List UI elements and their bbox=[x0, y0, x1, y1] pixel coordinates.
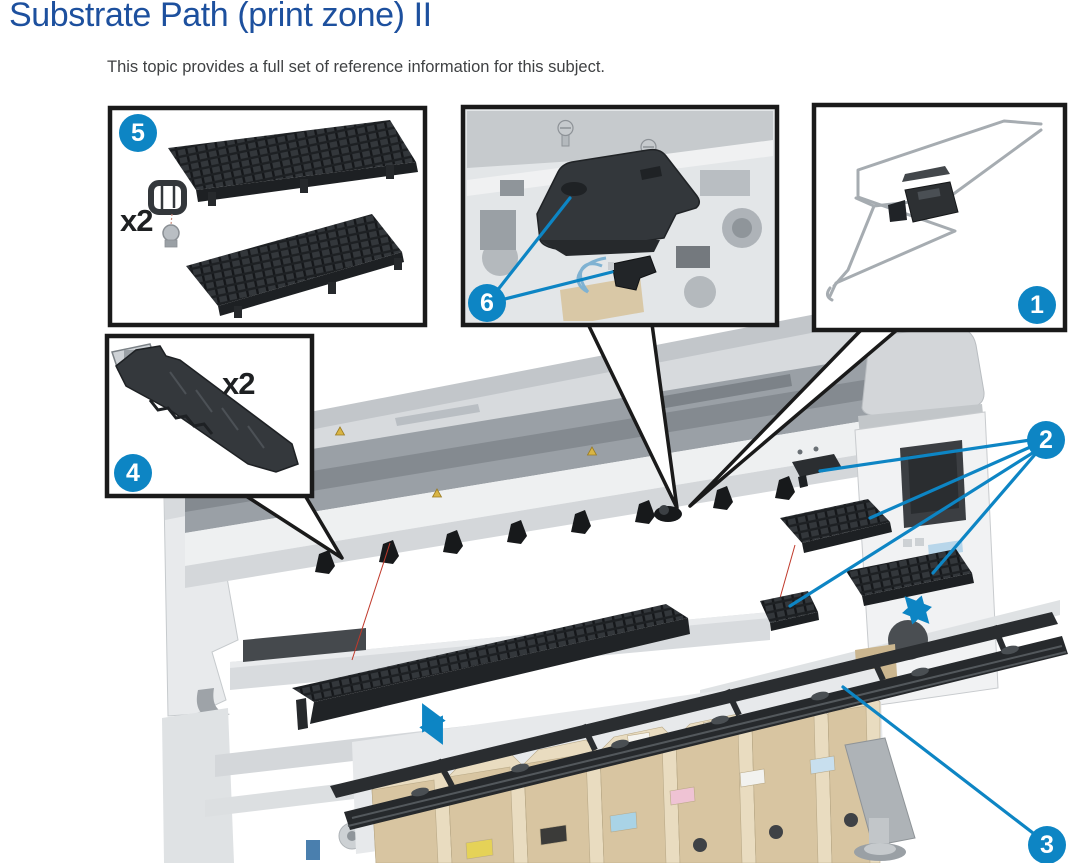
red-line-right bbox=[779, 544, 796, 599]
sill-mid bbox=[185, 448, 900, 588]
beam-stripe bbox=[185, 374, 900, 512]
callout-badge-1: 1 bbox=[1018, 286, 1056, 324]
sensor-target bbox=[654, 505, 682, 522]
sensor-part bbox=[576, 255, 657, 294]
callout6-leaders bbox=[487, 196, 614, 305]
callout3-leader bbox=[841, 685, 1048, 845]
bracket-part bbox=[111, 343, 299, 473]
module-face bbox=[908, 450, 959, 514]
cartridge-connectors bbox=[693, 813, 858, 852]
quantity-label-box4: x2 bbox=[222, 366, 255, 401]
media-clip-row bbox=[315, 476, 795, 574]
beam-slot bbox=[652, 374, 792, 410]
hub-left-center bbox=[347, 831, 357, 841]
callout-badge-4: 4 bbox=[114, 454, 152, 492]
double-arrow-left bbox=[419, 703, 446, 745]
page-subtitle: This topic provides a full set of refere… bbox=[107, 58, 605, 76]
inset-box-6 bbox=[460, 104, 780, 328]
callout-badge-2: 2 bbox=[1027, 421, 1065, 459]
page-title: Substrate Path (print zone) II bbox=[9, 0, 432, 34]
top-cover-upper bbox=[165, 292, 930, 462]
inset-box-5 bbox=[107, 105, 428, 328]
left-lower-panel bbox=[162, 708, 234, 863]
printer-leg bbox=[844, 737, 916, 861]
quantity-label-box5: x2 bbox=[120, 203, 153, 238]
red-line-left bbox=[351, 542, 391, 661]
platen-part-top bbox=[168, 120, 418, 206]
clip-part bbox=[148, 180, 187, 248]
cover-part bbox=[536, 148, 700, 256]
cover-slot-light bbox=[395, 404, 480, 426]
callout-badge-3: 3 bbox=[1028, 826, 1066, 863]
printer-illustration bbox=[162, 292, 1068, 863]
ladder-frame-rail bbox=[330, 612, 1068, 830]
warning-marks bbox=[334, 426, 598, 498]
callout-badge-5: 5 bbox=[119, 114, 157, 152]
platen-grid-upper bbox=[780, 499, 892, 553]
platen-part-bottom bbox=[186, 214, 404, 318]
valve-block-part bbox=[888, 166, 959, 223]
callout2-leaders bbox=[788, 436, 1046, 608]
blue-bit bbox=[306, 840, 320, 860]
platen-grid-mid bbox=[846, 549, 974, 606]
double-arrow-right bbox=[901, 595, 933, 625]
sill-light bbox=[185, 415, 900, 566]
edge-holder-part bbox=[792, 446, 842, 488]
long-grate bbox=[292, 604, 690, 730]
dark-bar-left bbox=[243, 628, 366, 662]
callout-badge-6: 6 bbox=[468, 284, 506, 322]
